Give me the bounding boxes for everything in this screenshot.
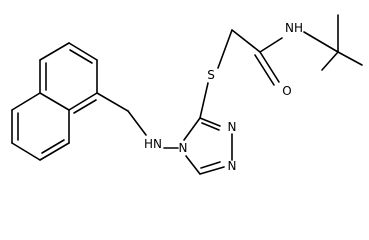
bond-naph-3-double	[41, 139, 65, 154]
bond-triazole-c5-n4	[185, 155, 201, 175]
atom-label-ring-n-right: N	[228, 159, 237, 173]
bond-naph-2	[11, 142, 41, 161]
bond-naph-7	[68, 92, 98, 111]
bond-nh-cq	[303, 31, 339, 53]
bond-c-nh	[259, 37, 283, 53]
bond-c-o-double	[254, 54, 275, 86]
bond-triazole-c3-n2	[199, 117, 221, 127]
bond-cq-me3	[321, 51, 339, 71]
bond-c3-s	[199, 82, 209, 119]
bond-triazole-n4-c3	[183, 117, 201, 141]
bond-naph-3	[39, 142, 70, 161]
bond-cq-me2	[337, 51, 363, 66]
atom-label-amino-hn: HN	[144, 137, 162, 151]
atom-label-sulfur: S	[207, 68, 215, 82]
bond-naph-ch2	[96, 92, 129, 112]
bond-naph-9-double	[69, 49, 93, 64]
bond-naph-10	[39, 42, 70, 61]
bond-naph-7-double	[73, 99, 97, 114]
bond-naph-9	[68, 42, 98, 61]
bond-naph-5	[39, 92, 70, 111]
bond-ch2-nh	[127, 110, 147, 136]
bond-ch2-co	[231, 29, 261, 53]
bond-triazole-n1-c5	[199, 166, 225, 175]
bond-s-ch2	[217, 29, 233, 69]
molecule-canvas: NH S O N N N HN	[11, 14, 363, 175]
structure-diagram: NH S O N N N HN	[11, 14, 363, 175]
bond-naph-6	[11, 92, 41, 111]
atom-label-ring-n4: N	[179, 141, 188, 155]
atom-label-oxygen: O	[282, 84, 291, 98]
bond-triazole-n1-c5-double	[200, 161, 221, 169]
atom-label-amide-nh: NH	[285, 21, 303, 35]
bond-triazole-c3-n2-double	[201, 122, 220, 131]
bond-c-o	[259, 51, 280, 83]
atom-label-ring-n-top: N	[228, 120, 237, 134]
